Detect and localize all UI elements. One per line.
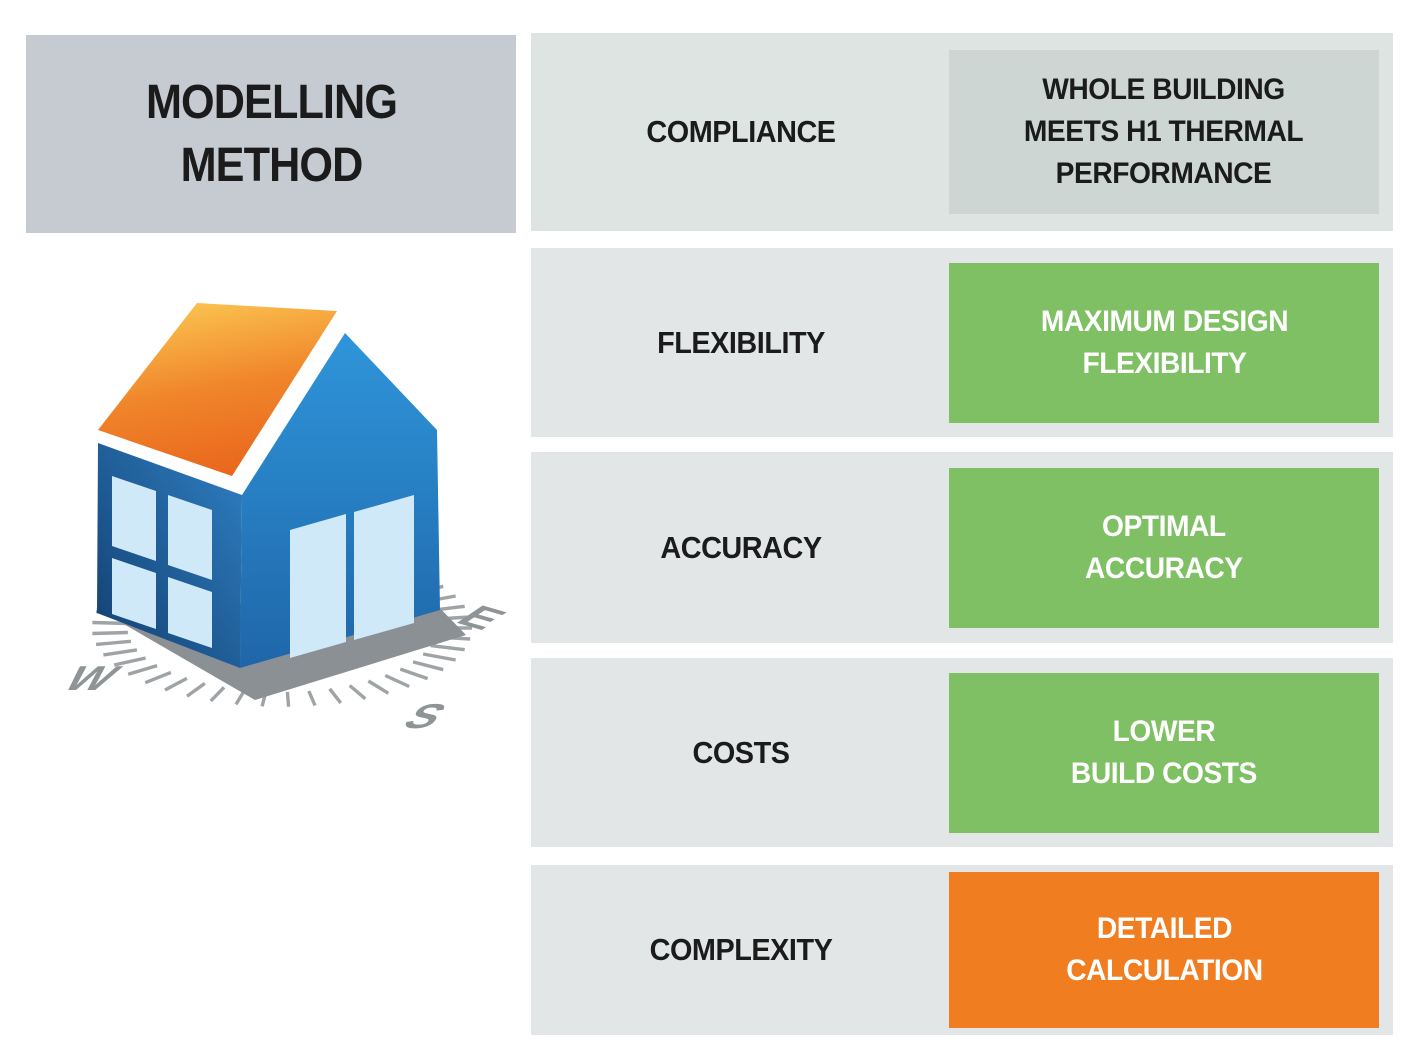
door-left <box>290 514 346 658</box>
window-pane <box>168 577 212 648</box>
row-label: COSTS <box>692 734 790 770</box>
row-value-text: DETAILED CALCULATION <box>1065 912 1263 987</box>
row-label: COMPLIANCE <box>646 114 836 149</box>
row-value-box: OPTIMAL ACCURACY <box>949 467 1379 628</box>
door-right <box>354 495 414 640</box>
compass-letter-south: S <box>394 697 457 736</box>
row-value-text: LOWER BUILD COSTS <box>1071 714 1257 790</box>
row-value-text: MAXIMUM DESIGN FLEXIBILITY <box>1040 304 1288 380</box>
row-value-text: OPTIMAL ACCURACY <box>1085 509 1243 585</box>
comparison-row-complexity: COMPLEXITY DETAILED CALCULATION <box>531 865 1393 1035</box>
house-roof <box>98 303 337 476</box>
compass-letter-west: W <box>54 659 130 698</box>
house-illustration: W S E <box>50 258 520 758</box>
row-value-box: MAXIMUM DESIGN FLEXIBILITY <box>949 262 1379 423</box>
row-label: ACCURACY <box>660 529 822 565</box>
row-value-box: LOWER BUILD COSTS <box>949 672 1379 833</box>
house-window <box>112 476 212 648</box>
row-value-text: WHOLE BUILDING MEETS H1 THERMAL PERFORMA… <box>1024 73 1304 190</box>
page-title: MODELLING METHOD <box>145 75 397 192</box>
panel-header: MODELLING METHOD <box>26 35 516 233</box>
window-pane <box>112 558 156 629</box>
comparison-row-costs: COSTS LOWER BUILD COSTS <box>531 658 1393 847</box>
comparison-row-compliance: COMPLIANCE WHOLE BUILDING MEETS H1 THERM… <box>531 33 1393 231</box>
comparison-row-accuracy: ACCURACY OPTIMAL ACCURACY <box>531 452 1393 643</box>
house-doors <box>290 495 414 658</box>
row-value-box: WHOLE BUILDING MEETS H1 THERMAL PERFORMA… <box>949 50 1379 214</box>
row-label: COMPLEXITY <box>649 932 833 967</box>
house-compass-svg: W S E <box>54 303 517 736</box>
row-label: FLEXIBILITY <box>657 324 825 360</box>
window-pane <box>112 476 156 561</box>
row-value-box: DETAILED CALCULATION <box>949 872 1379 1028</box>
comparison-row-flexibility: FLEXIBILITY MAXIMUM DESIGN FLEXIBILITY <box>531 248 1393 437</box>
window-pane <box>168 495 212 580</box>
